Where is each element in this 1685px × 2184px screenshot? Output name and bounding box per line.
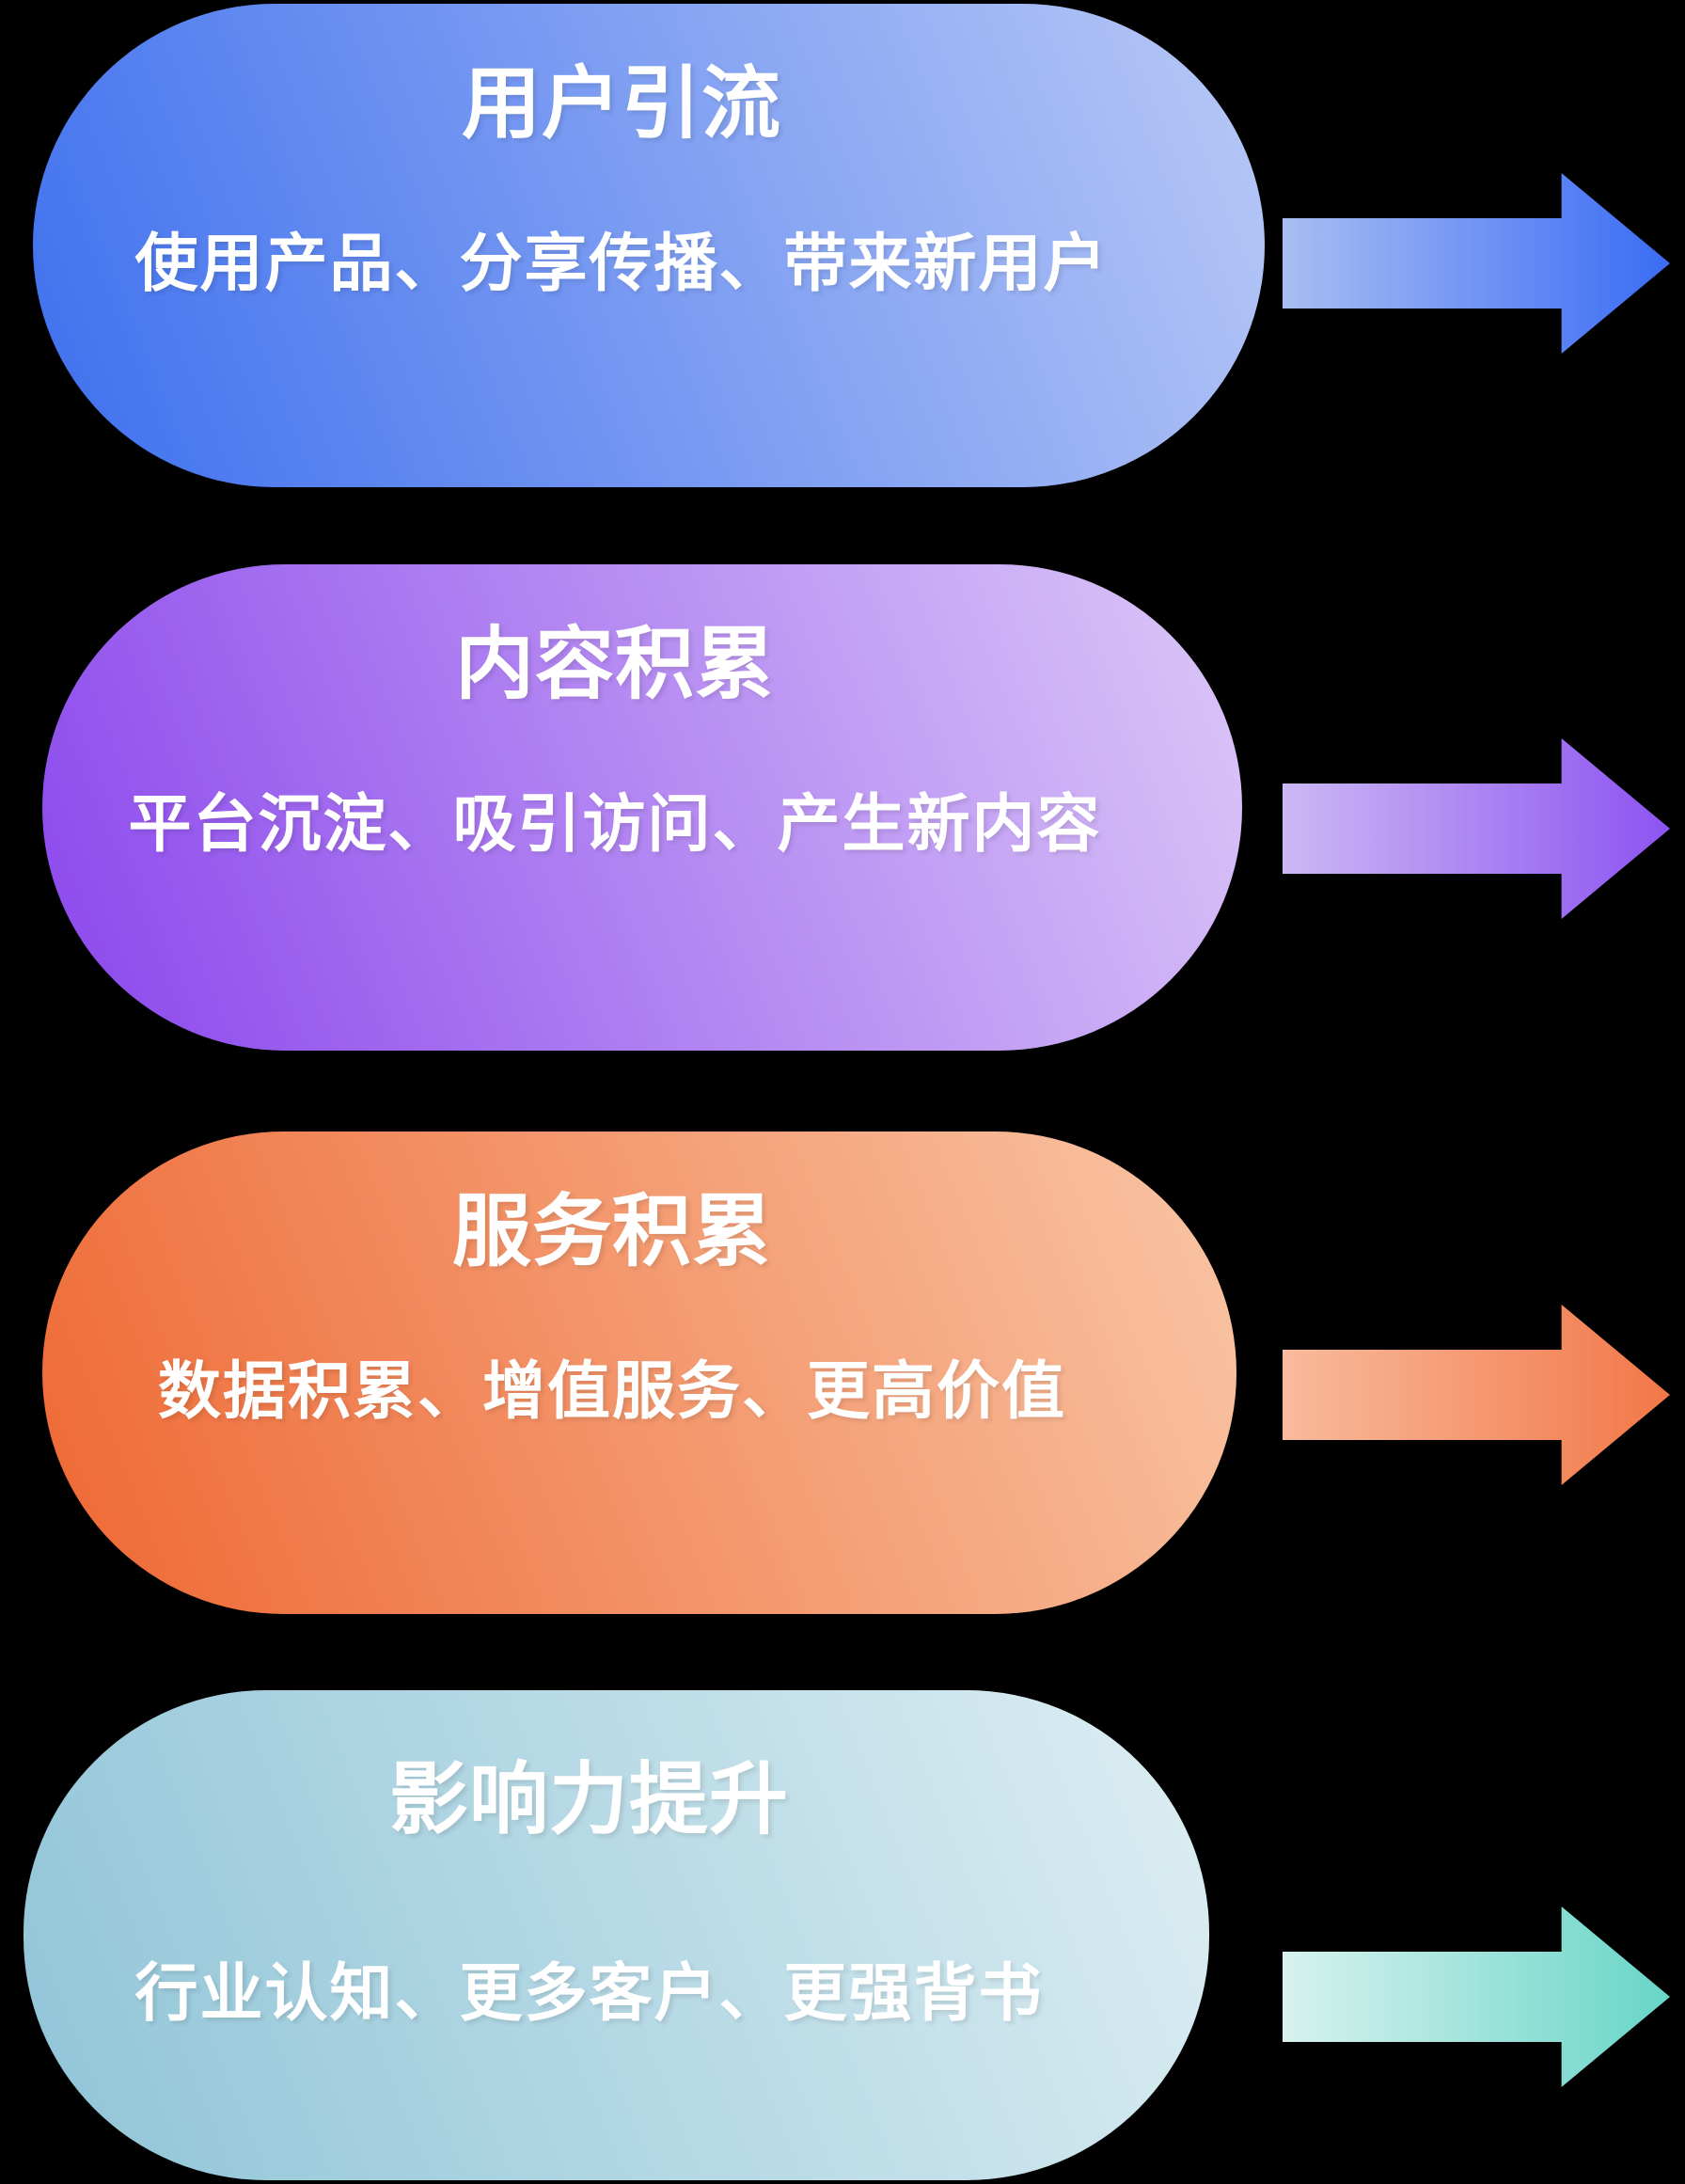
stage-capsule-content-accumulation: 内容积累 平台沉淀、吸引访问、产生新内容 <box>42 564 1242 1051</box>
right-arrow-icon <box>1283 1305 1670 1485</box>
stage-capsule-user-acquisition: 用户引流 使用产品、分享传播、带来新用户 <box>33 4 1265 487</box>
stage-capsule-influence-growth: 影响力提升 行业认知、更多客户、更强背书 <box>24 1690 1209 2180</box>
stage-title: 用户引流 <box>461 59 781 148</box>
stage-subtitle: 平台沉淀、吸引访问、产生新内容 <box>128 789 1102 860</box>
stage-subtitle: 使用产品、分享传播、带来新用户 <box>134 229 1109 299</box>
right-arrow-icon <box>1283 1907 1670 2087</box>
right-arrow-icon <box>1283 738 1670 919</box>
stage-title: 影响力提升 <box>388 1755 789 1844</box>
stage-subtitle: 数据积累、增值服务、更高价值 <box>158 1356 1066 1427</box>
stage-capsule-service-accumulation: 服务积累 数据积累、增值服务、更高价值 <box>42 1132 1236 1614</box>
stage-title: 服务积累 <box>451 1187 772 1275</box>
stage-title: 内容积累 <box>454 620 775 708</box>
stage-subtitle: 行业认知、更多客户、更强背书 <box>134 1958 1044 2029</box>
right-arrow-icon <box>1283 173 1670 354</box>
